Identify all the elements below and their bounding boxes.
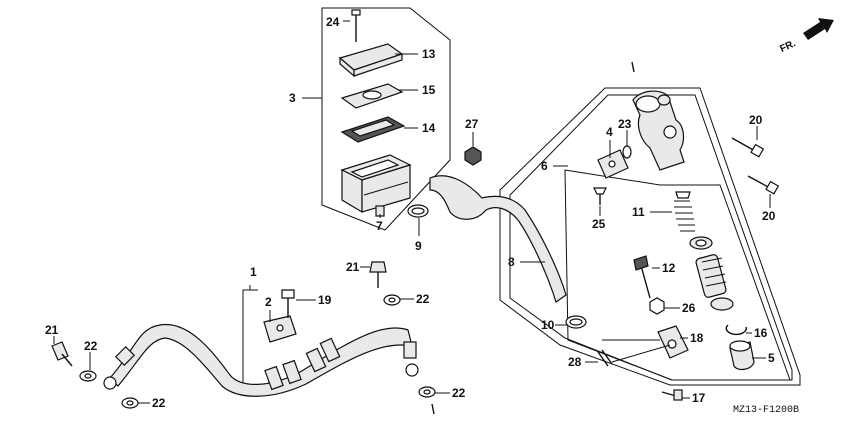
piston: [695, 254, 727, 298]
front-direction-arrow: FR.: [778, 18, 834, 55]
screw-25: [593, 187, 607, 205]
callout-20-lower: 20: [762, 209, 776, 223]
screw-24: [351, 9, 361, 42]
callout-22-upper: 22: [416, 292, 430, 306]
master-cylinder-body: [632, 90, 685, 171]
callout-22-left: 22: [84, 339, 98, 353]
callout-21-lower: 21: [45, 323, 59, 337]
reservoir-cap-13: [338, 43, 404, 78]
hose-clip-2: [263, 315, 297, 343]
diaphragm-14: [340, 116, 406, 143]
callout-4: 4: [606, 125, 613, 139]
callout-8: 8: [508, 255, 515, 269]
leader-lines: [53, 20, 771, 404]
brake-hose-1: [109, 324, 413, 397]
circlip-16: [725, 324, 747, 336]
piston-seal: [710, 297, 734, 311]
master-cylinder-inner-outline: [509, 94, 793, 381]
tick-lower: [431, 403, 435, 415]
callout-7: 7: [376, 219, 383, 233]
hose-group-bracket: [242, 285, 251, 395]
bolt-20-upper: [731, 137, 765, 158]
push-rod-12: [633, 255, 651, 299]
callout-11: 11: [632, 205, 645, 219]
plate-15: [340, 83, 404, 109]
callout-10: 10: [541, 318, 555, 332]
callout-3: 3: [289, 91, 296, 105]
piston-kit-outline: [564, 169, 791, 381]
washer-22-c: [121, 397, 139, 409]
callout-5: 5: [768, 351, 775, 365]
callout-26: 26: [682, 301, 696, 315]
hose-fitting-right: [403, 341, 419, 377]
tick-upper: [631, 61, 635, 73]
nut-26: [649, 297, 665, 315]
callout-22-bottom: 22: [152, 396, 166, 410]
pin-17: [661, 389, 683, 401]
callout-12: 12: [662, 261, 676, 275]
callout-21-upper: 21: [346, 260, 360, 274]
boot-5: [729, 340, 755, 371]
hose-sleeves: [264, 337, 341, 391]
clevis-18: [657, 325, 689, 359]
joint-4: [597, 149, 629, 179]
callout-1: 1: [250, 265, 257, 279]
callout-14: 14: [422, 121, 436, 135]
front-label: FR.: [778, 38, 797, 55]
master-cylinder-group-outline: [499, 87, 801, 386]
callout-13: 13: [422, 47, 436, 61]
reservoir-body-7: [340, 154, 412, 217]
washer-22-a: [383, 294, 401, 306]
cotter-pin-28: [597, 349, 613, 367]
callout-18: 18: [690, 331, 704, 345]
spring-11: [674, 191, 695, 232]
clamp-10: [565, 315, 587, 329]
callout-27: 27: [465, 117, 479, 131]
o-ring-23: [622, 145, 632, 159]
callout-28: 28: [568, 355, 582, 369]
clamp-9: [407, 204, 429, 218]
figure-code: MZ13-F1200B: [733, 405, 799, 416]
banjo-bolt-21-lower: [51, 341, 73, 367]
banjo-bolt-21-upper: [369, 261, 387, 288]
hose-fitting-left: [103, 345, 136, 390]
callout-23: 23: [618, 117, 632, 131]
callout-6: 6: [541, 159, 548, 173]
callout-17: 17: [692, 391, 706, 405]
nut-27: [464, 146, 482, 166]
callout-19: 19: [318, 293, 332, 307]
callout-24: 24: [326, 15, 340, 29]
callout-22-right: 22: [452, 386, 466, 400]
callout-9: 9: [415, 239, 422, 253]
reservoir-hose-8: [429, 175, 567, 303]
callout-2: 2: [265, 295, 272, 309]
washer-22-d: [418, 386, 436, 398]
bolt-19: [281, 289, 295, 318]
callout-16: 16: [754, 326, 768, 340]
callout-20-upper: 20: [749, 113, 763, 127]
callout-labels: 24 13 3 15 14 7 9 27 4 23 6 25 11 20 20 …: [45, 15, 776, 410]
bolt-20-lower: [747, 175, 780, 195]
washer-22-b: [79, 370, 97, 382]
piston-cup: [689, 236, 713, 250]
reservoir-group-outline: [321, 7, 451, 231]
callout-25: 25: [592, 217, 606, 231]
callout-15: 15: [422, 83, 436, 97]
